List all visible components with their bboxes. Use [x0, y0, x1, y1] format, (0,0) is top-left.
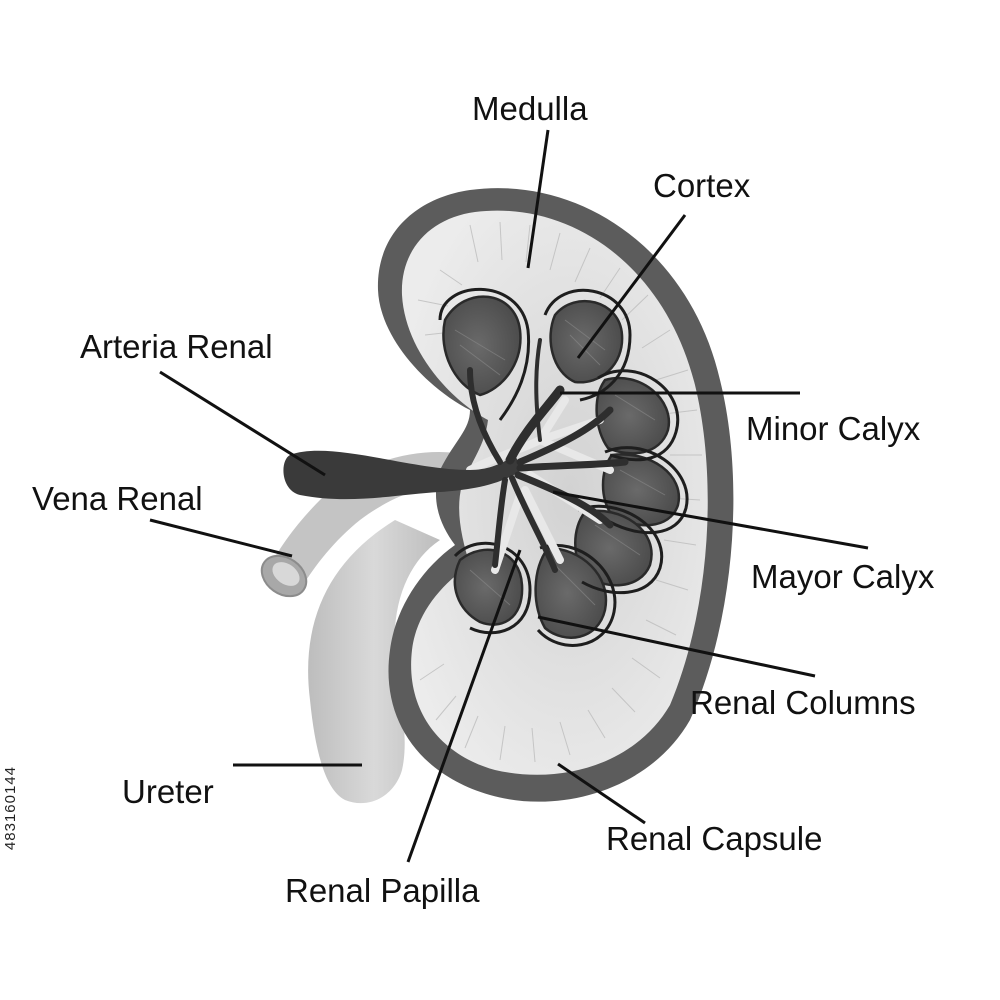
label-renal-papilla: Renal Papilla — [285, 872, 480, 909]
label-renal-capsule: Renal Capsule — [606, 820, 822, 857]
ureter-shape — [308, 520, 440, 804]
label-renal-columns: Renal Columns — [690, 684, 916, 721]
label-ureter: Ureter — [122, 773, 214, 810]
leader-medulla — [526, 129, 550, 269]
leader-arteria-renal — [159, 370, 326, 477]
label-minor-calyx: Minor Calyx — [746, 410, 921, 447]
label-cortex: Cortex — [653, 167, 751, 204]
label-mayor-calyx: Mayor Calyx — [751, 558, 935, 595]
leader-vena-renal — [149, 518, 293, 558]
leader-mayor-calyx — [552, 490, 869, 550]
labels: Medulla Cortex Arteria Renal Minor Calyx… — [32, 90, 935, 909]
label-medulla: Medulla — [472, 90, 588, 127]
label-arteria-renal: Arteria Renal — [80, 328, 273, 365]
kidney-body — [283, 188, 734, 802]
label-vena-renal: Vena Renal — [32, 480, 203, 517]
stock-id-text: 483160144 — [2, 766, 19, 851]
leader-renal-papilla — [406, 549, 522, 863]
leader-renal-columns — [537, 615, 816, 678]
leader-lines — [149, 129, 869, 863]
arteria-renal-shape — [283, 338, 629, 573]
leader-cortex — [576, 214, 687, 359]
leader-renal-capsule — [557, 762, 646, 825]
